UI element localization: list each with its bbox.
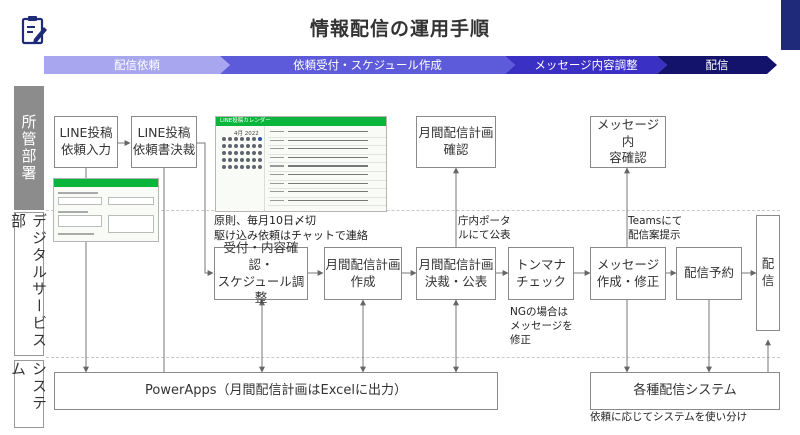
step-message-create: メッセージ 作成・修正 bbox=[590, 247, 666, 300]
lane-dept: 所管部署 bbox=[14, 86, 44, 210]
phase-delivery: 配信 bbox=[657, 56, 777, 74]
step-message-confirm: メッセージ内 容確認 bbox=[590, 116, 666, 168]
step-line-approve: LINE投稿 依頼書決裁 bbox=[131, 116, 197, 168]
form-field bbox=[58, 197, 102, 205]
lane-divider bbox=[46, 210, 780, 211]
calendar-day-dot bbox=[228, 151, 232, 155]
calendar-day-dot bbox=[258, 137, 262, 141]
calendar-day-dot bbox=[234, 144, 238, 148]
calendar-day-dot bbox=[246, 158, 250, 162]
calendar-day-dot bbox=[252, 137, 256, 141]
calendar-entry-row bbox=[268, 172, 386, 181]
note-ng: NGの場合は メッセージを 修正 bbox=[510, 306, 573, 347]
calendar-entry-row bbox=[268, 155, 386, 164]
form-field bbox=[58, 215, 102, 227]
calendar-entry-row bbox=[268, 181, 386, 190]
step-delivery-reserve: 配信予約 bbox=[676, 247, 742, 300]
calendar-day-dot bbox=[258, 151, 262, 155]
calendar-day-dot bbox=[246, 137, 250, 141]
calendar-entry-row bbox=[268, 189, 386, 198]
step-monthly-plan-approve: 月間配信計画 決裁・公表 bbox=[416, 247, 496, 300]
calendar-entry-row bbox=[268, 163, 386, 172]
form-line bbox=[58, 192, 98, 194]
note-portal: 庁内ポータ ルにて公表 bbox=[458, 215, 511, 242]
form-screenshot bbox=[53, 178, 159, 242]
calendar-day-dot bbox=[252, 165, 256, 169]
corner-accent-bar bbox=[781, 0, 800, 50]
calendar-entry-row bbox=[268, 129, 386, 138]
calendar-day-dot bbox=[222, 144, 226, 148]
clipboard-pen-icon bbox=[21, 16, 47, 45]
phase-request: 配信依頼 bbox=[44, 56, 230, 74]
calendar-day-dot bbox=[246, 165, 250, 169]
calendar-day-dot bbox=[222, 165, 226, 169]
calendar-entry-row bbox=[268, 146, 386, 155]
calendar-day-dot bbox=[252, 144, 256, 148]
calendar-day-dot bbox=[222, 151, 226, 155]
calendar-list bbox=[268, 129, 386, 207]
calendar-day-dot bbox=[234, 158, 238, 162]
calendar-entry-row bbox=[268, 138, 386, 147]
step-reception: 受付・内容確認・ スケジュール調整 bbox=[214, 240, 308, 305]
form-line bbox=[58, 233, 94, 235]
step-monthly-plan-confirm: 月間配信計画 確認 bbox=[416, 116, 496, 168]
calendar-day-dot bbox=[258, 144, 262, 148]
screenshot-header-bar bbox=[54, 179, 158, 187]
calendar-day-dot bbox=[234, 165, 238, 169]
calendar-month: 4月 2022 bbox=[234, 131, 259, 137]
calendar-day-dot bbox=[228, 144, 232, 148]
form-field bbox=[108, 197, 154, 205]
calendar-day-dot bbox=[240, 165, 244, 169]
calendar-day-dot bbox=[228, 137, 232, 141]
phase-message-adjust: メッセージ内容調整 bbox=[505, 56, 667, 74]
calendar-screenshot: LINE投稿カレンダー 4月 2022 bbox=[215, 116, 387, 212]
calendar-day-dot bbox=[228, 158, 232, 162]
calendar-day-dot bbox=[240, 151, 244, 155]
form-field bbox=[108, 215, 154, 233]
note-deadline: 原則、毎月10日〆切 駆け込み依頼はチャットで連絡 bbox=[214, 214, 368, 242]
step-tonmana-check: トンマナ チェック bbox=[508, 247, 574, 300]
calendar-day-dot bbox=[258, 165, 262, 169]
lane-system: システム bbox=[9, 360, 48, 428]
calendar-day-dot bbox=[240, 137, 244, 141]
calendar-day-dot bbox=[240, 144, 244, 148]
calendar-day-dot bbox=[252, 151, 256, 155]
lane-digital: デジタルサービス部 bbox=[9, 212, 48, 356]
calendar-day-dot bbox=[252, 158, 256, 162]
note-system-use: 依頼に応じてシステムを使い分け bbox=[590, 411, 748, 423]
calendar-grid bbox=[222, 137, 264, 169]
step-delivery: 配 信 bbox=[756, 215, 780, 331]
calendar-day-dot bbox=[240, 158, 244, 162]
note-teams: Teamsにて 配信案提示 bbox=[628, 215, 683, 242]
calendar-day-dot bbox=[246, 151, 250, 155]
calendar-day-dot bbox=[222, 158, 226, 162]
calendar-day-dot bbox=[234, 137, 238, 141]
form-line bbox=[58, 211, 88, 213]
calendar-day-dot bbox=[246, 144, 250, 148]
calendar-day-dot bbox=[222, 137, 226, 141]
step-line-input: LINE投稿 依頼入力 bbox=[54, 116, 118, 168]
system-delivery: 各種配信システム bbox=[590, 372, 780, 410]
step-monthly-plan-create: 月間配信計画 作成 bbox=[324, 247, 402, 300]
calendar-divider bbox=[264, 126, 265, 211]
calendar-entry-row bbox=[268, 198, 386, 207]
calendar-day-dot bbox=[258, 158, 262, 162]
phase-schedule: 依頼受付・スケジュール作成 bbox=[220, 56, 515, 74]
calendar-day-dot bbox=[234, 151, 238, 155]
lane-divider bbox=[46, 357, 780, 358]
calendar-header: LINE投稿カレンダー bbox=[216, 117, 386, 126]
calendar-day-dot bbox=[228, 165, 232, 169]
system-powerapps: PowerApps（月間配信計画はExcelに出力） bbox=[54, 372, 498, 410]
page-title: 情報配信の運用手順 bbox=[309, 18, 490, 40]
